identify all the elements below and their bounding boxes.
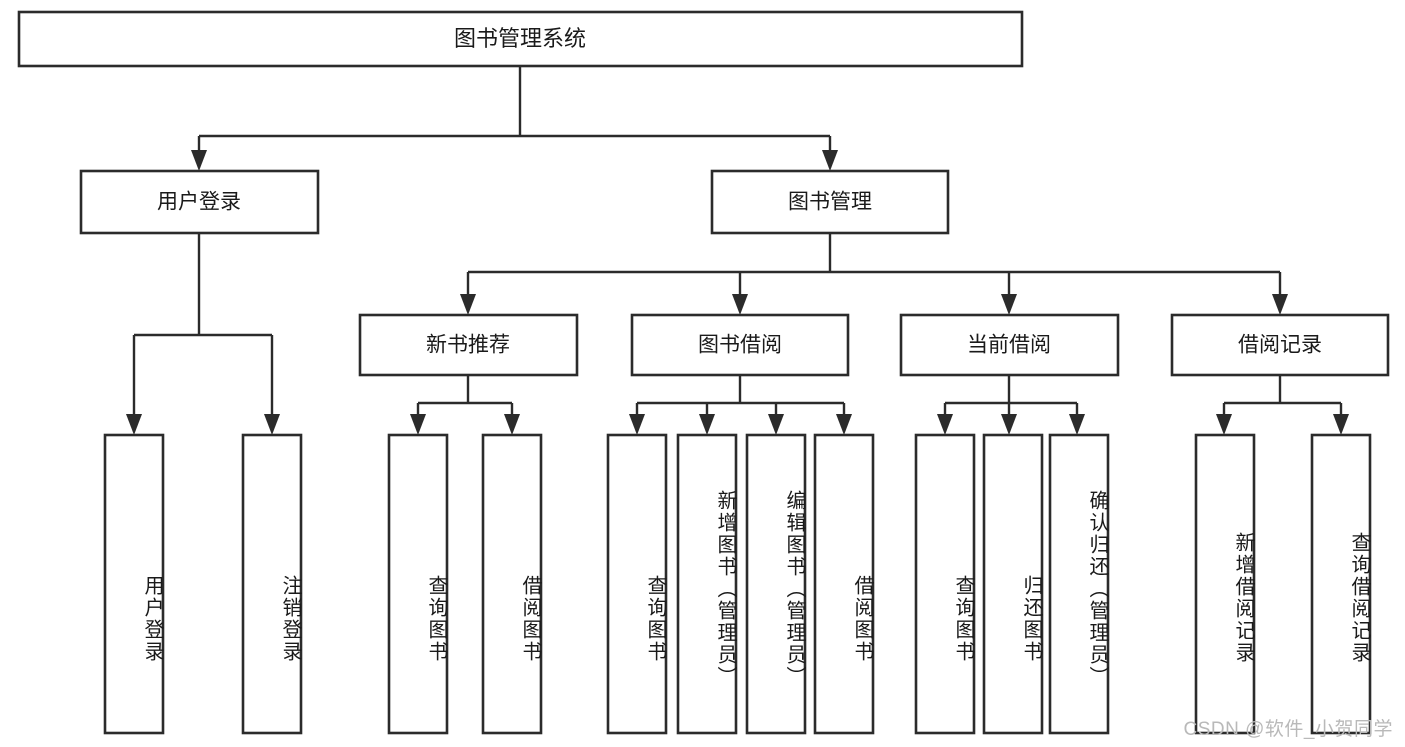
node-new-book-recommend[interactable] bbox=[358, 313, 579, 377]
leaf-box-current-confirm[interactable] bbox=[1048, 433, 1110, 735]
leaf-box-record-add[interactable] bbox=[1194, 433, 1256, 735]
connector-book-manage-to-level3 bbox=[460, 233, 1288, 315]
node-current-borrow[interactable] bbox=[899, 313, 1120, 377]
node-book-borrow-label: 图书借阅 bbox=[698, 334, 782, 357]
watermark-text: CSDN @软件_小贺同学 bbox=[1183, 719, 1393, 740]
node-root[interactable] bbox=[17, 10, 1024, 68]
leaf-box-borrow-query[interactable] bbox=[606, 433, 668, 735]
leaf-box-current-query[interactable] bbox=[914, 433, 976, 735]
connector-user-login-to-leaves bbox=[126, 233, 280, 435]
connector-borrow-record-to-leaves bbox=[1216, 375, 1349, 435]
leaf-box-record-query[interactable] bbox=[1310, 433, 1372, 735]
node-borrow-record-label: 借阅记录 bbox=[1238, 334, 1322, 357]
connector-root-to-level2 bbox=[191, 66, 838, 171]
connector-new-book-to-leaves bbox=[410, 375, 520, 435]
leaf-box-newbook-borrow[interactable] bbox=[481, 433, 543, 735]
node-book-borrow[interactable] bbox=[630, 313, 850, 377]
node-borrow-record[interactable] bbox=[1170, 313, 1390, 377]
connector-current-borrow-to-leaves bbox=[937, 375, 1085, 435]
node-current-borrow-label: 当前借阅 bbox=[967, 334, 1051, 357]
node-book-manage-label: 图书管理 bbox=[788, 191, 872, 214]
leaf-box-user-logout[interactable] bbox=[241, 433, 303, 735]
node-book-manage[interactable] bbox=[710, 169, 950, 235]
node-user-login-label: 用户登录 bbox=[157, 191, 241, 214]
connector-book-borrow-to-leaves bbox=[629, 375, 852, 435]
node-new-book-recommend-label: 新书推荐 bbox=[426, 334, 510, 357]
leaf-box-borrow-lend[interactable] bbox=[813, 433, 875, 735]
leaf-box-borrow-edit[interactable] bbox=[745, 433, 807, 735]
leaf-box-user-login[interactable] bbox=[103, 433, 165, 735]
node-user-login[interactable] bbox=[79, 169, 320, 235]
leaf-box-current-return[interactable] bbox=[982, 433, 1044, 735]
leaf-box-borrow-add[interactable] bbox=[676, 433, 738, 735]
leaf-box-newbook-query[interactable] bbox=[387, 433, 449, 735]
node-root-label: 图书管理系统 bbox=[454, 26, 586, 51]
